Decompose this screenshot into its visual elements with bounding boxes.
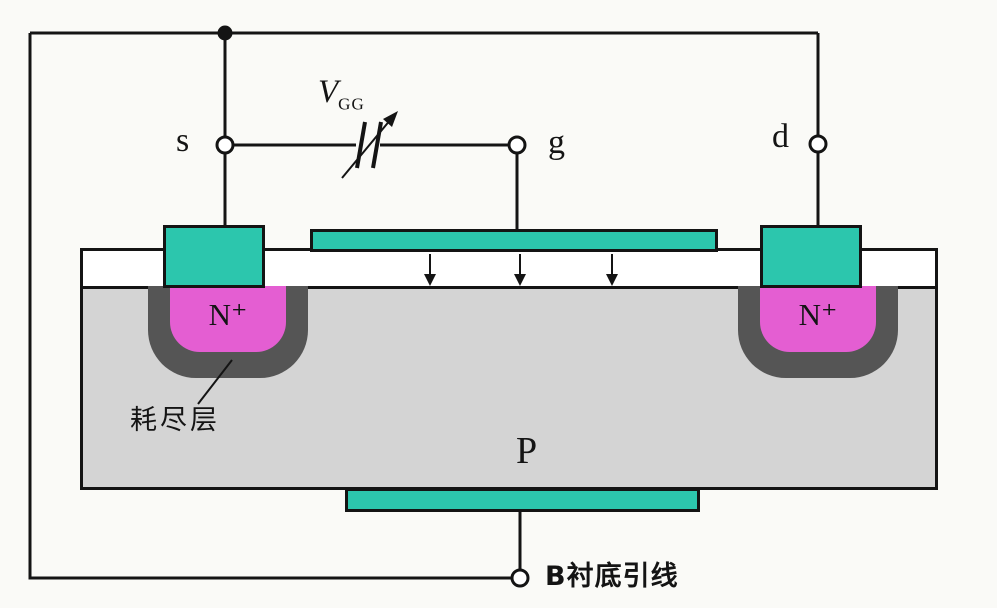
drain-terminal-label: d	[772, 118, 789, 155]
vgg-label: VGG	[318, 74, 365, 115]
drain-contact	[760, 225, 862, 288]
gate-terminal-label: g	[548, 124, 565, 161]
nplus-region-right: N⁺	[760, 286, 876, 352]
gate-terminal	[507, 135, 527, 155]
bulk-terminal	[510, 568, 530, 588]
vgg-bar-left	[355, 121, 367, 169]
source-terminal-label: s	[176, 122, 190, 159]
vgg-source-symbol	[341, 111, 398, 179]
p-substrate-label: P	[516, 430, 538, 472]
vgg-label-base: V	[318, 74, 339, 110]
gate-electrode	[310, 229, 718, 252]
nplus-region-left: N⁺	[170, 286, 286, 352]
drain-terminal	[808, 134, 828, 154]
source-terminal	[215, 135, 235, 155]
vgg-arrow-shaft	[341, 118, 392, 179]
bulk-lead-label: B衬底引线	[545, 561, 679, 592]
bulk-contact	[345, 488, 700, 512]
depletion-annotation: 耗尽层	[130, 405, 220, 436]
vgg-bar-right	[371, 121, 383, 169]
vgg-label-sub: GG	[338, 94, 365, 114]
source-contact	[163, 225, 265, 288]
junction-dot	[217, 25, 233, 41]
vgg-arrow-head	[383, 111, 398, 127]
